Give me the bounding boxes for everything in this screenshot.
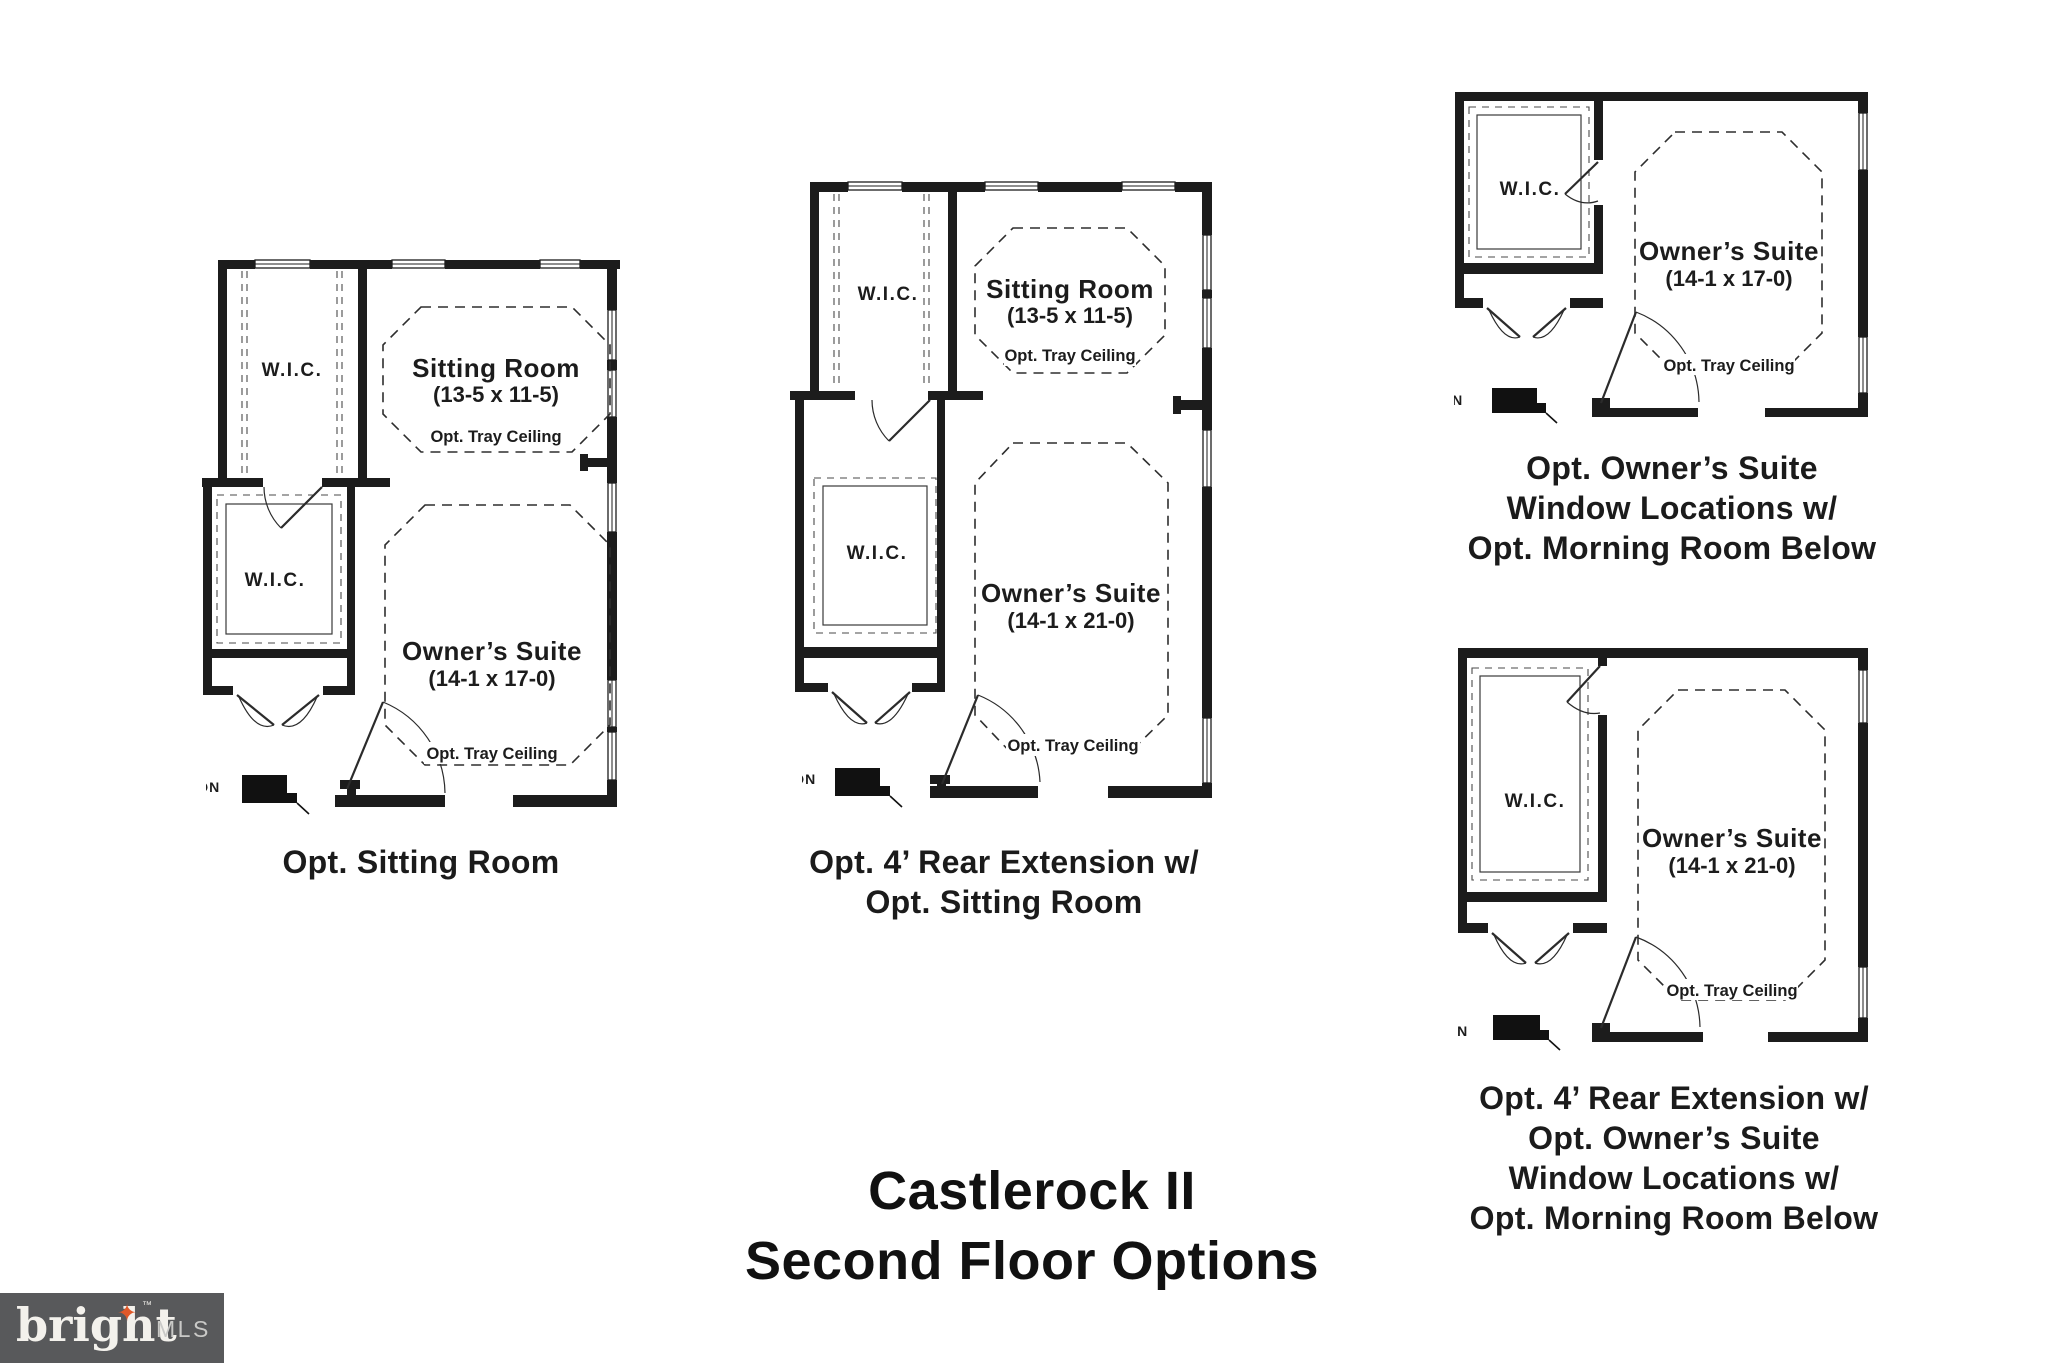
floorplan-window-locations: W.I.C. Owner’s Suite (14-1 x 17-0) Opt. … <box>1450 92 1870 424</box>
room-label-wic: W.I.C. <box>1505 791 1566 812</box>
bright-mls-logo: bright ✦ ™ MLS <box>0 1293 224 1363</box>
caption-opt-sitting-room: Opt. Sitting Room <box>282 842 559 882</box>
bright-wordmark: bright <box>16 1298 177 1352</box>
room-label-sitting-room: Sitting Room <box>412 353 580 383</box>
floorplan-opt-sitting-room: W.I.C. W.I.C. Sitting Room (13-5 x 11-5)… <box>198 257 620 815</box>
sheet-title-line2: Second Floor Options <box>745 1231 1319 1291</box>
stairs-symbol <box>242 775 310 815</box>
room-label-owners-suite: Owner’s Suite <box>402 636 582 666</box>
closet-shelving <box>813 194 937 634</box>
dn-label-clip <box>1450 389 1454 407</box>
caption-rear-extension-sitting-room: Opt. 4’ Rear Extension w/ Opt. Sitting R… <box>809 842 1199 922</box>
room-label-wic-bottom: W.I.C. <box>245 570 306 591</box>
caption-line: Opt. Morning Room Below <box>1469 1200 1879 1236</box>
room-dims-owners-suite: (14-1 x 17-0) <box>1665 266 1792 291</box>
window-symbols <box>1856 669 1870 1019</box>
caption-line: Window Locations w/ <box>1508 1160 1840 1196</box>
room-label-owners-suite: Owner’s Suite <box>1642 823 1822 853</box>
room-dims-sitting-room: (13-5 x 11-5) <box>1007 303 1133 328</box>
room-dims-sitting-room: (13-5 x 11-5) <box>433 382 559 407</box>
tray-ceiling-outline <box>1637 689 1826 1001</box>
mls-wordmark: MLS <box>156 1316 211 1342</box>
room-label-wic-top: W.I.C. <box>858 284 919 305</box>
tray-ceiling-outline <box>974 227 1169 756</box>
tray-ceiling-outline <box>382 306 611 766</box>
caption-window-locations: Opt. Owner’s Suite Window Locations w/ O… <box>1468 448 1877 568</box>
floorplan-rear-extension-window-locations: W.I.C. Owner’s Suite (14-1 x 21-0) Opt. … <box>1450 648 1870 1051</box>
room-label-owners-suite: Owner’s Suite <box>981 578 1161 608</box>
caption-line: Opt. 4’ Rear Extension w/ <box>809 844 1199 880</box>
room-dims-owners-suite: (14-1 x 21-0) <box>1007 608 1134 633</box>
tray-ceiling-outline <box>1634 131 1823 375</box>
dn-label-clip <box>198 776 206 795</box>
stairs-symbol <box>835 768 903 808</box>
dn-label-clip <box>794 768 802 787</box>
tray-ceiling-label: Opt. Tray Ceiling <box>1663 357 1794 375</box>
room-label-wic: W.I.C. <box>1500 179 1561 200</box>
window-symbols <box>847 179 1214 784</box>
room-label-owners-suite: Owner’s Suite <box>1639 236 1819 266</box>
stairs-symbol <box>1493 1015 1561 1051</box>
room-label-sitting-room: Sitting Room <box>986 274 1154 304</box>
caption-line: Opt. 4’ Rear Extension w/ <box>1479 1080 1869 1116</box>
sheet-title-line1: Castlerock II <box>868 1161 1196 1221</box>
walls <box>1455 92 1868 417</box>
door-swing-symbols <box>1491 665 1701 1029</box>
closet-shelving <box>1468 106 1590 258</box>
trademark-symbol: ™ <box>142 1300 152 1311</box>
caption-line: Opt. Sitting Room <box>865 884 1143 920</box>
stairs-symbol <box>1492 388 1558 424</box>
tray-ceiling-label: Opt. Tray Ceiling <box>1007 737 1138 755</box>
sheet-title: Castlerock II Second Floor Options <box>745 1156 1319 1296</box>
sparkle-star-icon: ✦ <box>117 1299 138 1327</box>
floorplan-rear-extension-sitting-room: W.I.C. W.I.C. Sitting Room (13-5 x 11-5)… <box>790 179 1214 808</box>
room-label-wic-bottom: W.I.C. <box>847 543 908 564</box>
caption-line: Opt. Owner’s Suite <box>1528 1120 1820 1156</box>
room-dims-owners-suite: (14-1 x 21-0) <box>1668 853 1795 878</box>
caption-line: Opt. Morning Room Below <box>1467 530 1877 566</box>
caption-line: Opt. Owner’s Suite <box>1526 450 1818 486</box>
caption-line: Window Locations w/ <box>1506 490 1838 526</box>
tray-ceiling-label: Opt. Tray Ceiling <box>1666 982 1797 1000</box>
tray-ceiling-label: Opt. Tray Ceiling <box>426 745 557 763</box>
walls <box>202 260 620 807</box>
door-swing-symbols <box>1486 161 1700 404</box>
caption-line: Opt. Sitting Room <box>282 844 560 880</box>
door-swing-symbols <box>831 399 1041 785</box>
window-symbols <box>254 257 619 781</box>
tray-ceiling-label: Opt. Tray Ceiling <box>430 428 561 446</box>
walls <box>790 182 1212 798</box>
room-label-wic-top: W.I.C. <box>262 360 323 381</box>
dn-label-clip <box>1450 1020 1458 1038</box>
room-dims-owners-suite: (14-1 x 17-0) <box>428 666 555 691</box>
tray-ceiling-label: Opt. Tray Ceiling <box>1004 347 1135 365</box>
window-symbols <box>1856 112 1870 394</box>
caption-rear-extension-window-locations: Opt. 4’ Rear Extension w/ Opt. Owner’s S… <box>1470 1078 1879 1238</box>
closet-shelving <box>216 271 343 644</box>
door-swing-symbols <box>236 486 446 794</box>
closet-shelving <box>1471 667 1589 881</box>
